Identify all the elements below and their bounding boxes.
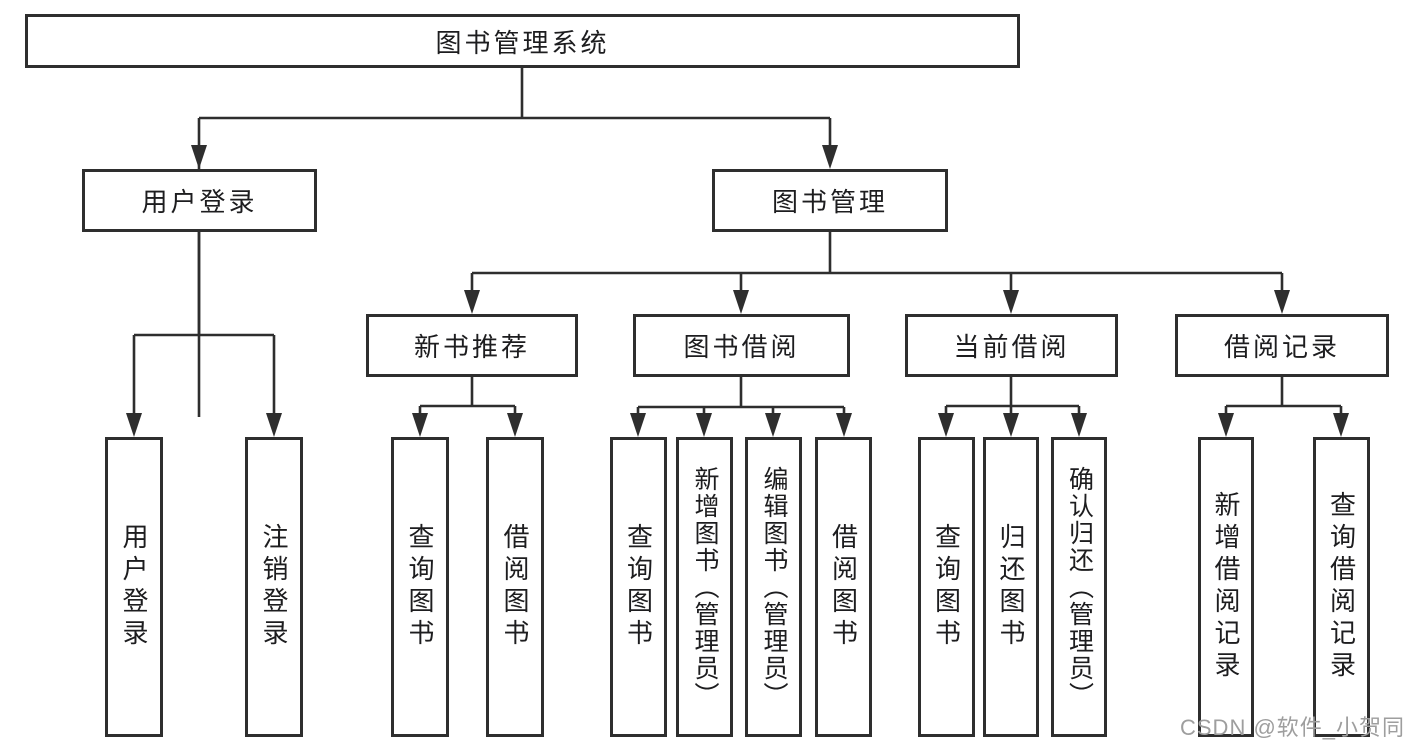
leaf-cb-query-books: 查询图书 — [918, 437, 975, 737]
leaf-cb-confirm-return-label: 确认归还（管理员） — [1065, 465, 1094, 709]
leaf-cb-return-books-label: 归还图书 — [996, 523, 1026, 651]
leaf-br-query-record-label: 查询借阅记录 — [1326, 491, 1357, 683]
node-current-borrow-label: 当前借阅 — [953, 332, 1070, 362]
node-root-label: 图书管理系统 — [435, 27, 610, 58]
node-new-book-recommend-label: 新书推荐 — [413, 332, 530, 362]
leaf-cb-confirm-return: 确认归还（管理员） — [1051, 437, 1107, 737]
leaf-bb-add-books: 新增图书（管理员） — [676, 437, 733, 737]
leaf-bb-query-books: 查询图书 — [610, 437, 667, 737]
node-book-borrow-label: 图书借阅 — [683, 332, 800, 362]
arrowheads — [126, 145, 1349, 437]
node-current-borrow: 当前借阅 — [905, 314, 1118, 377]
leaf-nbr-borrow-books: 借阅图书 — [486, 437, 544, 737]
node-new-book-recommend: 新书推荐 — [366, 314, 578, 377]
leaf-bb-borrow-books-label: 借阅图书 — [828, 523, 859, 651]
node-borrow-records: 借阅记录 — [1175, 314, 1389, 377]
leaf-br-query-record: 查询借阅记录 — [1313, 437, 1370, 737]
leaf-logout-login: 注销登录 — [245, 437, 303, 737]
leaf-nbr-query-books-label: 查询图书 — [405, 523, 435, 651]
node-borrow-records-label: 借阅记录 — [1223, 332, 1340, 362]
node-book-management-label: 图书管理 — [771, 187, 888, 217]
leaf-bb-borrow-books: 借阅图书 — [815, 437, 872, 737]
leaf-cb-query-books-label: 查询图书 — [931, 523, 962, 651]
node-user-login: 用户登录 — [82, 169, 317, 232]
leaf-nbr-borrow-books-label: 借阅图书 — [500, 523, 530, 651]
leaf-br-add-record: 新增借阅记录 — [1198, 437, 1254, 737]
leaf-user-login-label: 用户登录 — [119, 523, 149, 651]
node-book-borrow: 图书借阅 — [633, 314, 850, 377]
node-root: 图书管理系统 — [25, 14, 1020, 68]
leaf-cb-return-books: 归还图书 — [983, 437, 1039, 737]
leaf-bb-query-books-label: 查询图书 — [623, 523, 654, 651]
leaf-logout-login-label: 注销登录 — [259, 523, 289, 651]
leaf-user-login: 用户登录 — [105, 437, 163, 737]
node-book-management: 图书管理 — [712, 169, 948, 232]
csdn-watermark: CSDN @软件_小贺同学 — [1180, 715, 1405, 740]
leaf-bb-add-books-label: 新增图书（管理员） — [691, 465, 719, 709]
leaf-br-add-record-label: 新增借阅记录 — [1211, 491, 1241, 683]
leaf-bb-edit-books-label: 编辑图书（管理员） — [760, 465, 788, 709]
leaf-bb-edit-books: 编辑图书（管理员） — [745, 437, 802, 737]
node-user-login-label: 用户登录 — [141, 187, 258, 217]
leaf-nbr-query-books: 查询图书 — [391, 437, 449, 737]
